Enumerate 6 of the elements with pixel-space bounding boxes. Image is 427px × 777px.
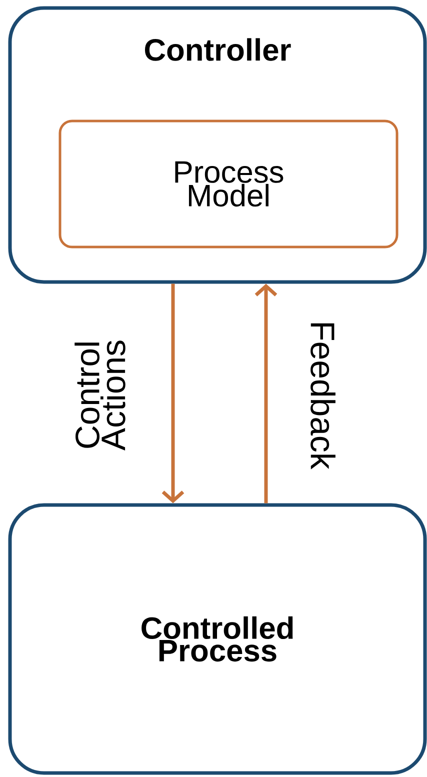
process-box: Controlled Process bbox=[8, 503, 427, 775]
arrow bbox=[254, 284, 278, 504]
model-box: Process Model bbox=[58, 120, 398, 248]
edge-label: Control Actions bbox=[74, 340, 126, 450]
edge-label: Feedback bbox=[310, 323, 336, 470]
arrow bbox=[162, 284, 184, 504]
